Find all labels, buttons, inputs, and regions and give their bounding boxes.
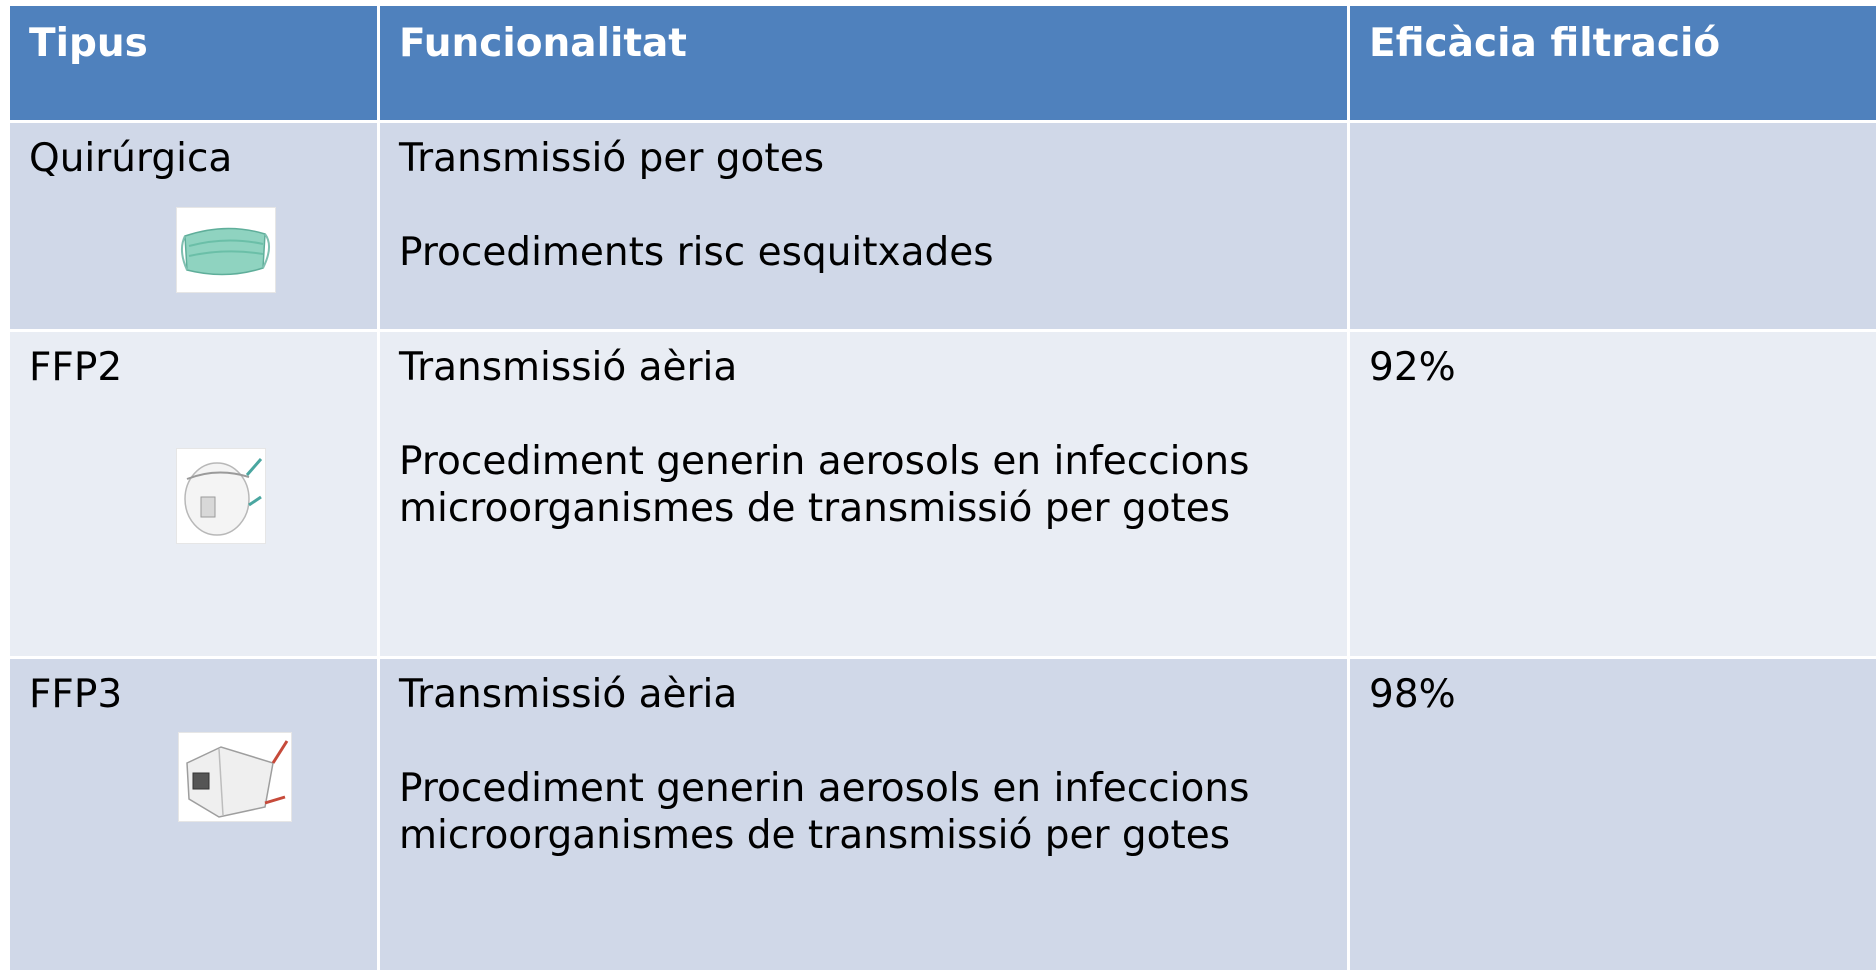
tipus-label: FFP3 — [29, 672, 123, 717]
tipus-cell: Quirúrgica — [10, 123, 377, 329]
funcionalitat-cell: Transmissió aèria Procediment generin ae… — [380, 332, 1347, 656]
surgical-mask-icon — [176, 207, 276, 293]
ffp3-respirator-icon — [178, 732, 292, 822]
ffp2-respirator-icon — [176, 448, 266, 544]
eficacia-cell — [1350, 123, 1876, 329]
funcionalitat-cell: Transmissió per gotes Procediments risc … — [380, 123, 1347, 329]
funcionalitat-line: Transmissió aèria — [399, 672, 738, 717]
funcionalitat-line: Procediment generin aerosols en infeccio… — [399, 765, 1250, 859]
funcionalitat-line: Transmissió aèria — [399, 345, 738, 390]
funcionalitat-line: Transmissió per gotes — [399, 136, 825, 181]
funcionalitat-line: Procediment generin aerosols en infeccio… — [399, 438, 1250, 532]
eficacia-cell: 98% — [1350, 659, 1876, 970]
funcionalitat-line: Procediments risc esquitxades — [399, 229, 994, 275]
table-row: Quirúrgica Transmissió per gotes Procedi… — [10, 123, 1876, 329]
header-funcionalitat: Funcionalitat — [380, 6, 1347, 120]
funcionalitat-cell: Transmissió aèria Procediment generin ae… — [380, 659, 1347, 970]
header-tipus: Tipus — [10, 6, 377, 120]
table-header-row: Tipus Funcionalitat Eficàcia filtració — [10, 6, 1876, 120]
tipus-label: Quirúrgica — [29, 136, 233, 181]
tipus-cell: FFP2 — [10, 332, 377, 656]
table-row: FFP3 Transmissió aèria Procediment gener… — [10, 659, 1876, 970]
tipus-label: FFP2 — [29, 345, 123, 390]
table-row: FFP2 Transmissió aèria Procediment gener… — [10, 332, 1876, 656]
tipus-cell: FFP3 — [10, 659, 377, 970]
mask-types-table: Tipus Funcionalitat Eficàcia filtració Q… — [10, 6, 1876, 970]
header-eficacia-filtracio: Eficàcia filtració — [1350, 6, 1876, 120]
eficacia-cell: 92% — [1350, 332, 1876, 656]
